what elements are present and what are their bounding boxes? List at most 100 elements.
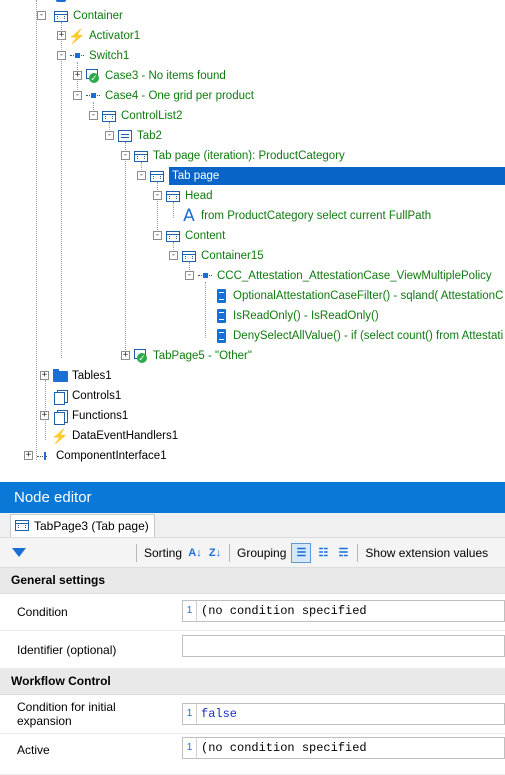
tree-node-controls1[interactable]: Controls1 (0, 386, 505, 406)
expand-toggle[interactable]: + (40, 410, 49, 420)
tree-node-label: ComponentInterface1 (56, 450, 167, 462)
tree-node-label: Functions1 (72, 410, 129, 422)
identifier-input[interactable] (182, 635, 505, 657)
tree-node-function[interactable]: OptionalAttestationCaseFilter() - sqland… (0, 286, 505, 306)
tree-node-label: IsReadOnly() - IsReadOnly() (233, 310, 379, 322)
active-editor[interactable]: 1 (no condition specified (182, 737, 505, 759)
collapse-toggle[interactable]: - (121, 150, 130, 160)
tree-guide (157, 182, 158, 238)
property-active: Active 1 (no condition specified (0, 734, 505, 775)
gear-icon (56, 0, 66, 2)
collapse-groups-icon[interactable]: ☴ (338, 547, 349, 559)
component-icon (197, 268, 213, 284)
collapse-toggle[interactable]: - (73, 90, 82, 100)
node-editor-tab[interactable]: TabPage3 (Tab page) (10, 513, 155, 537)
node-editor-panel: Node editor TabPage3 (Tab page) Sorting … (0, 482, 505, 775)
lightning-icon: ⚡ (51, 428, 69, 444)
tree-node-label: Controls1 (72, 390, 122, 402)
pages-icon (52, 408, 68, 425)
tree-node-label: Container (73, 10, 123, 22)
tree-guide (77, 62, 78, 98)
case-check-icon: ✓ (133, 348, 149, 364)
expand-toggle[interactable]: + (121, 350, 130, 360)
property-condition: Condition 1 (no condition specified (0, 594, 505, 631)
tree-node-label: Case3 - No items found (105, 70, 226, 82)
tree-node-componentinterface1[interactable]: + ComponentInterface1 (0, 446, 505, 466)
tree-node-switch1[interactable]: - Switch1 (0, 46, 505, 66)
initial-expansion-editor[interactable]: 1 false (182, 703, 505, 725)
switch-icon (69, 48, 85, 64)
tree-node-tables1[interactable]: + Tables1 (0, 366, 505, 386)
section-workflow-control[interactable]: Workflow Control (0, 669, 505, 695)
case-check-icon: ✓ (85, 68, 101, 84)
tree-node-case4[interactable]: - Case4 - One grid per product (0, 86, 505, 106)
tree-guide (205, 282, 206, 338)
condition-value: (no condition specified (201, 604, 367, 618)
tree-node-label: Case4 - One grid per product (105, 90, 254, 102)
section-general-settings[interactable]: General settings (0, 568, 505, 594)
tree-node-controllist2[interactable]: - ControlList2 (0, 106, 505, 126)
tree-node-tab-page-iteration[interactable]: - Tab page (iteration): ProductCategory (0, 146, 505, 166)
frame-icon (14, 518, 30, 534)
expand-groups-icon[interactable]: ☷ (318, 547, 329, 559)
toolbar-separator (229, 543, 231, 562)
selection-highlight: Tab page (169, 167, 505, 185)
frame-icon (165, 228, 181, 244)
collapse-toggle[interactable]: - (169, 250, 178, 260)
tree-node-tab2[interactable]: - Tab2 (0, 126, 505, 146)
frame-icon (53, 8, 69, 24)
tree-node-case3[interactable]: + ✓ Case3 - No items found (0, 66, 505, 86)
expand-toggle[interactable]: + (40, 370, 49, 380)
tree-node-activator1[interactable]: + ⚡Activator1 (0, 26, 505, 46)
text-a-icon: A (183, 205, 195, 226)
filter-icon[interactable] (12, 548, 26, 557)
tree-node-head[interactable]: - Head (0, 186, 505, 206)
property-label: Active (17, 743, 50, 757)
collapse-toggle[interactable]: - (137, 170, 146, 180)
condition-editor[interactable]: 1 (no condition specified (182, 600, 505, 622)
tree-guide (36, 0, 37, 460)
expand-toggle[interactable]: + (73, 70, 82, 80)
property-initial-expansion: Condition for initial expansion 1 false (0, 695, 505, 734)
property-label: Identifier (optional) (17, 643, 117, 657)
collapse-toggle[interactable]: - (57, 50, 66, 60)
line-number: 1 (183, 738, 197, 758)
tree-node-container15[interactable]: - Container15 (0, 246, 505, 266)
tree-node-label: Tab2 (137, 130, 162, 142)
collapse-toggle[interactable]: - (185, 270, 194, 280)
tree-node-content[interactable]: - Content (0, 226, 505, 246)
expand-toggle[interactable]: + (24, 450, 33, 460)
collapse-toggle[interactable]: - (153, 190, 162, 200)
sort-ascending-icon[interactable]: A↓ (188, 546, 202, 559)
collapse-toggle[interactable]: - (105, 130, 114, 140)
lightning-icon: ⚡ (68, 28, 86, 44)
tree-node-label: Head (185, 190, 213, 202)
group-by-category-icon[interactable]: ☰ (291, 542, 312, 563)
collapse-toggle[interactable]: - (37, 10, 46, 20)
tree-node-dataeventhandlers1[interactable]: ⚡DataEventHandlers1 (0, 426, 505, 446)
tree-node-function[interactable]: IsReadOnly() - IsReadOnly() (0, 306, 505, 326)
property-label: Condition (17, 605, 68, 619)
sort-descending-icon[interactable]: Z↓ (208, 546, 222, 559)
node-editor-tab-strip: TabPage3 (Tab page) (0, 513, 505, 537)
tree-node-tab-page[interactable]: - Tab page (0, 166, 505, 186)
tree-node-label: Activator1 (89, 30, 141, 42)
frame-icon (133, 148, 149, 164)
initial-expansion-value: false (201, 707, 238, 721)
sorting-label: Sorting (144, 545, 183, 560)
tree-node-tabpage5[interactable]: + ✓TabPage5 - "Other" (0, 346, 505, 366)
tree-node-container[interactable]: - Container (0, 6, 505, 26)
tree-guide (125, 142, 126, 358)
tree-node-label: Switch1 (89, 50, 130, 62)
tree-node-ccc-component[interactable]: - CCC_Attestation_AttestationCase_ViewMu… (0, 266, 505, 286)
collapse-toggle[interactable]: - (89, 110, 98, 120)
expand-toggle[interactable]: + (57, 30, 66, 40)
show-extension-values-button[interactable]: Show extension values (365, 545, 489, 560)
active-value: (no condition specified (201, 741, 367, 755)
tree-node-label: Tab page (172, 170, 220, 182)
tree-node-function[interactable]: DenySelectAllValue() - if (select count(… (0, 326, 505, 346)
collapse-toggle[interactable]: - (153, 230, 162, 240)
tree-guide (93, 102, 94, 118)
tree-node-functions1[interactable]: + Functions1 (0, 406, 505, 426)
